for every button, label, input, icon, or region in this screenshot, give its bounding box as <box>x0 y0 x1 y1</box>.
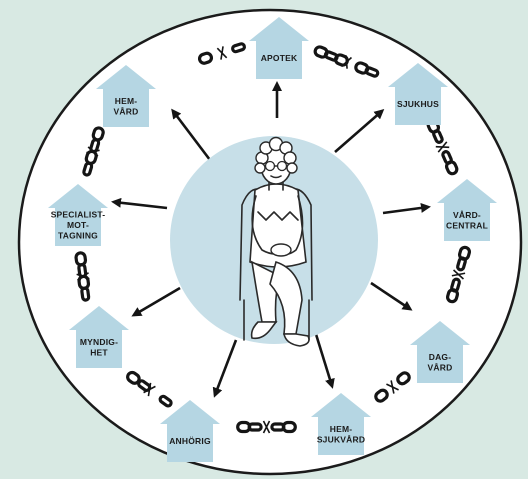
node-label: VÅRD <box>114 106 139 116</box>
node-label: SJUKHUS <box>397 99 439 109</box>
node-label: TAGNING <box>58 231 98 241</box>
node-label: MYNDIG- <box>80 337 118 347</box>
node-label: VÅRD <box>428 362 453 372</box>
node-label: CENTRAL <box>446 220 488 230</box>
node-label: SJUKVÅRD <box>317 434 365 444</box>
node-label: DAG- <box>429 352 452 362</box>
node-label: HEM- <box>115 96 138 106</box>
node-label: MOT- <box>67 220 89 230</box>
node-label: HEM- <box>330 424 353 434</box>
node-label: APOTEK <box>261 53 298 63</box>
node-label: HET <box>90 347 108 357</box>
node-label: ANHÖRIG <box>169 436 211 446</box>
node-label: SPECIALIST- <box>51 210 106 220</box>
node-label: VÅRD- <box>453 210 481 220</box>
